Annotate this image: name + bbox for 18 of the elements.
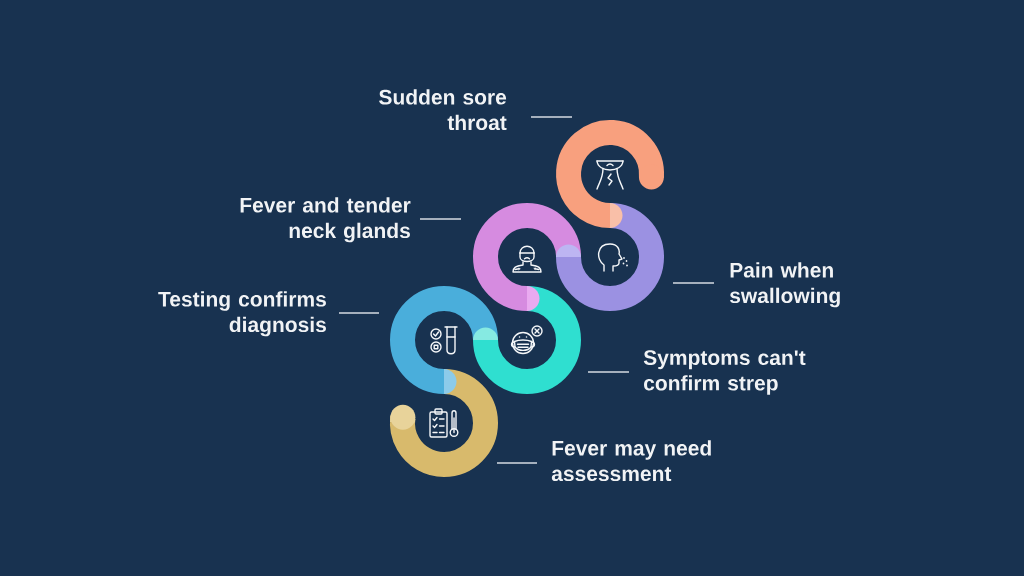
ring-segment [473, 203, 581, 311]
symptom-label: Fever and tender neck glands [240, 197, 411, 243]
ring-segment [473, 286, 581, 394]
ring-segment [556, 120, 664, 228]
symptom-label: Pain when swallowing [729, 262, 840, 308]
leader-line [530, 116, 573, 118]
symptom-label: Testing confirms diagnosis [158, 291, 326, 337]
leader-line [587, 371, 630, 373]
leader-line [419, 218, 462, 220]
ring-segment [556, 203, 664, 311]
symptom-label: Sudden sore throat [379, 89, 507, 131]
leader-line [672, 282, 715, 284]
ring-segment [390, 286, 498, 394]
leader-line [496, 462, 538, 464]
symptom-label: Fever may need assessment [551, 440, 711, 482]
symptom-label: Symptoms can't confirm strep [643, 350, 806, 395]
ring-segment [390, 369, 498, 477]
leader-line [338, 312, 380, 314]
